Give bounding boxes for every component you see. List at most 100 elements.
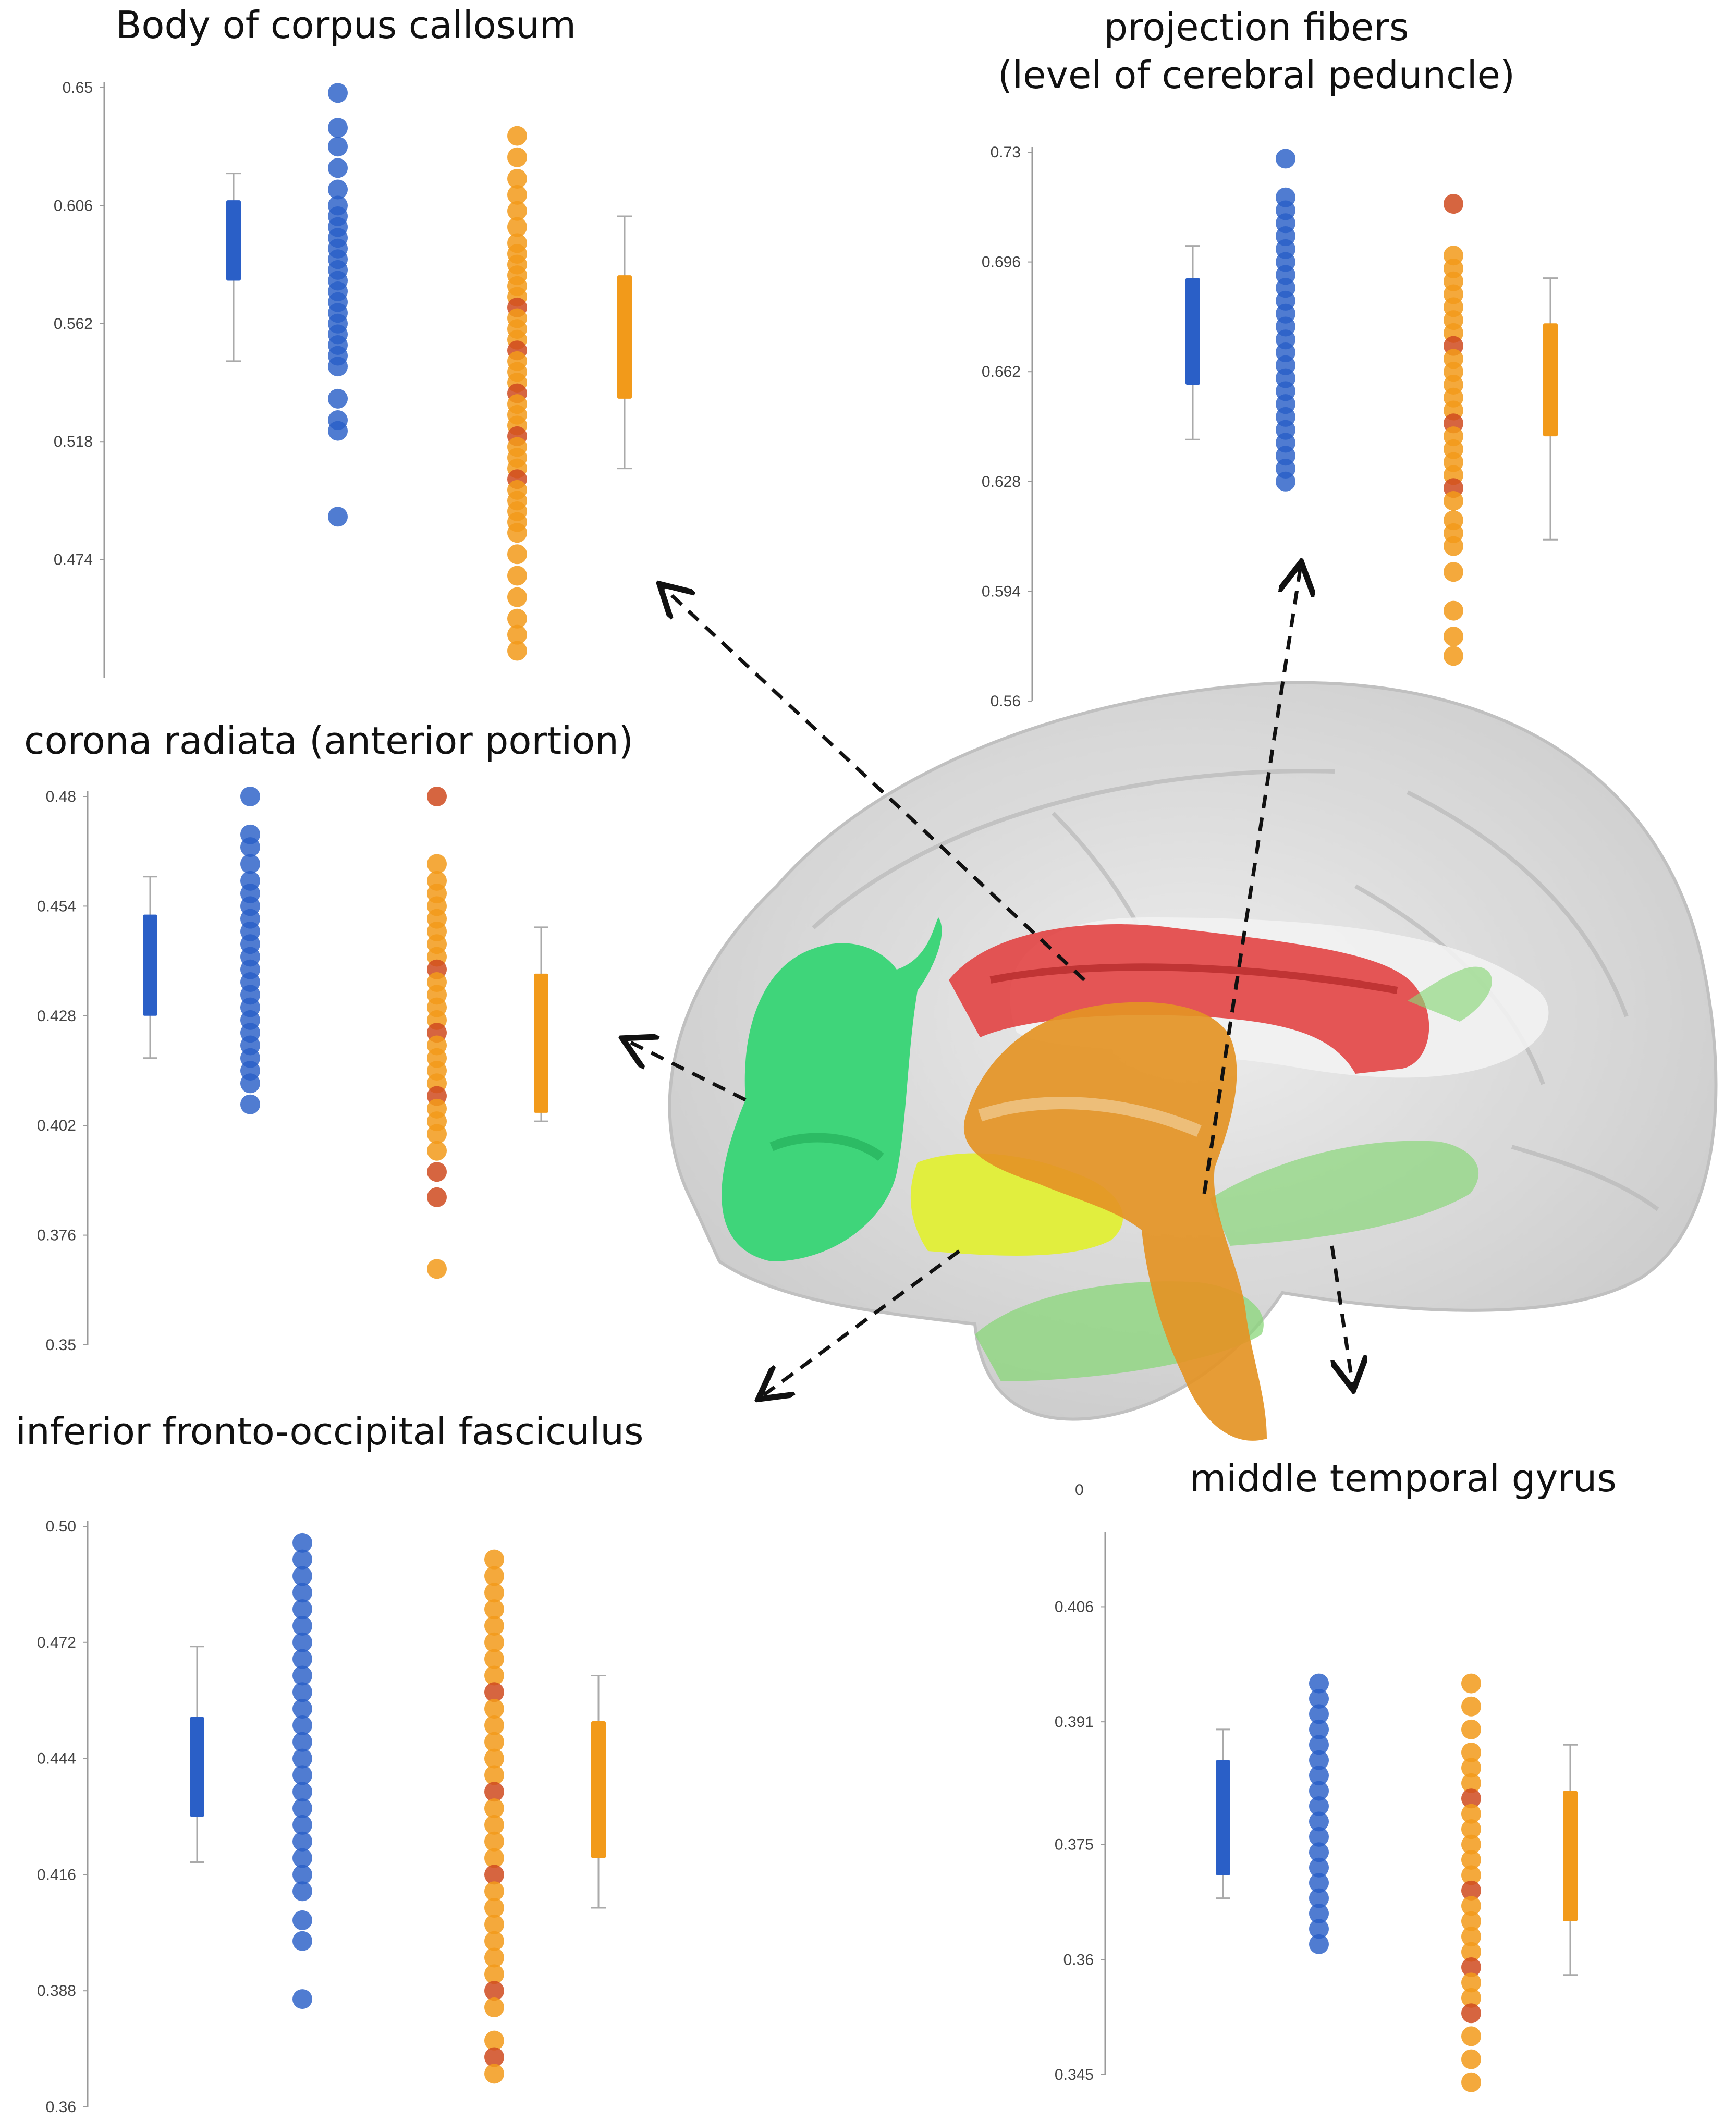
orange-dot <box>427 1162 447 1182</box>
blue-dot <box>1309 1934 1329 1954</box>
blue-dot <box>292 1815 312 1835</box>
orange-dot <box>484 1914 504 1934</box>
blue-dot <box>292 1566 312 1586</box>
orange-dot <box>484 1566 504 1586</box>
blue-dot <box>292 1931 312 1951</box>
tract-green-posterior <box>1408 966 1492 1022</box>
blue-box-iqr <box>226 200 241 281</box>
tract-corona-radiata <box>722 917 942 1261</box>
blue-dot <box>292 1798 312 1819</box>
orange-dot <box>1461 1850 1481 1870</box>
blue-dot <box>292 1583 312 1603</box>
y-tick-label: 0.36 <box>1063 1951 1094 1968</box>
orange-dot <box>484 2047 504 2067</box>
blue-box-iqr <box>1185 278 1200 385</box>
y-tick-label: 0.472 <box>37 1634 76 1651</box>
blue-dot <box>328 507 348 527</box>
orange-dot <box>484 2064 504 2084</box>
y-tick-label: 0.416 <box>37 1866 76 1883</box>
y-tick-label: 0.376 <box>37 1227 76 1244</box>
orange-dot <box>507 641 527 661</box>
y-tick-label: 0.428 <box>37 1008 76 1025</box>
title-corona-radiata: corona radiata (anterior portion) <box>24 719 634 763</box>
orange-dot <box>427 1124 447 1144</box>
orange-dot <box>507 566 527 586</box>
blue-dot <box>1309 1689 1329 1709</box>
blue-dot <box>240 1094 260 1114</box>
blue-box-iqr <box>143 914 157 1016</box>
y-tick-label: 0.65 <box>63 79 93 96</box>
blue-dot <box>1309 1857 1329 1878</box>
orange-dot <box>1461 1880 1481 1901</box>
orange-dot <box>484 1632 504 1652</box>
y-tick-label: 0.345 <box>1055 2066 1094 2083</box>
blue-dot <box>240 854 260 874</box>
blue-dot <box>292 1549 312 1570</box>
orange-dot <box>484 1615 504 1636</box>
orange-dot <box>507 147 527 167</box>
blue-box-iqr <box>1216 1760 1230 1875</box>
orange-dot <box>484 1715 504 1735</box>
y-tick-label: 0.562 <box>54 315 93 333</box>
blue-box <box>143 876 157 1059</box>
y-tick-label: 0.388 <box>37 1982 76 2000</box>
title-corpus-callosum: Body of corpus callosum <box>116 3 576 47</box>
orange-dot <box>1461 1804 1481 1824</box>
orange-dot <box>1461 2003 1481 2024</box>
blue-dot <box>1276 149 1295 169</box>
y-tick-label: 0.444 <box>37 1750 76 1768</box>
orange-box-iqr <box>534 973 548 1113</box>
orange-dot <box>484 1699 504 1719</box>
blue-dot <box>1309 1673 1329 1694</box>
blue-dot <box>292 1682 312 1702</box>
blue-dot <box>292 1649 312 1669</box>
orange-dot <box>484 1964 504 1984</box>
arrow-to-corpus-callosum <box>662 586 1086 982</box>
orange-dot <box>427 1259 447 1279</box>
orange-dot <box>1461 1972 1481 1993</box>
orange-dot <box>1461 1743 1481 1762</box>
orange-dot <box>1444 600 1463 621</box>
orange-dot <box>1444 491 1463 511</box>
orange-dot <box>484 1831 504 1852</box>
orange-dot <box>1461 1719 1481 1739</box>
blue-dot <box>1276 471 1295 492</box>
blue-dot <box>328 158 348 178</box>
y-tick-label: 0.454 <box>37 898 76 915</box>
orange-dot <box>427 787 447 806</box>
orange-dot <box>1461 1819 1481 1840</box>
blue-dot <box>1309 1750 1329 1770</box>
blue-dot <box>292 1910 312 1930</box>
y-tick-label: 0.48 <box>46 788 76 805</box>
blue-dot <box>328 118 348 138</box>
orange-dot <box>484 1748 504 1769</box>
orange-dot <box>1461 2072 1481 2092</box>
blue-dot <box>240 787 260 806</box>
orange-dot <box>507 624 527 645</box>
arrow-to-ifof <box>761 1249 961 1397</box>
orange-dot <box>507 126 527 146</box>
orange-dot <box>427 1187 447 1207</box>
tract-ifof-posterior <box>1209 1141 1479 1246</box>
blue-dot <box>292 1599 312 1620</box>
blue-box-iqr <box>190 1717 204 1817</box>
title-middle-temporal-gyrus: middle temporal gyrus <box>1190 1456 1617 1500</box>
blue-box <box>190 1646 204 1863</box>
blue-dot <box>328 83 348 103</box>
orange-dot <box>1444 536 1463 556</box>
blue-dot <box>1309 1796 1329 1816</box>
y-tick-label: 0.391 <box>1055 1713 1094 1731</box>
orange-dot <box>1461 1696 1481 1717</box>
blue-dot <box>292 1748 312 1769</box>
blue-dot <box>1309 1842 1329 1862</box>
brain-sulcus-0 <box>812 769 1335 929</box>
arrow-to-mtg <box>1330 1245 1353 1387</box>
y-tick-label: 0.50 <box>46 1518 76 1535</box>
orange-dot <box>507 168 527 189</box>
orange-dot <box>484 1665 504 1686</box>
blue-dot <box>328 357 348 377</box>
orange-box-iqr <box>1563 1791 1578 1921</box>
